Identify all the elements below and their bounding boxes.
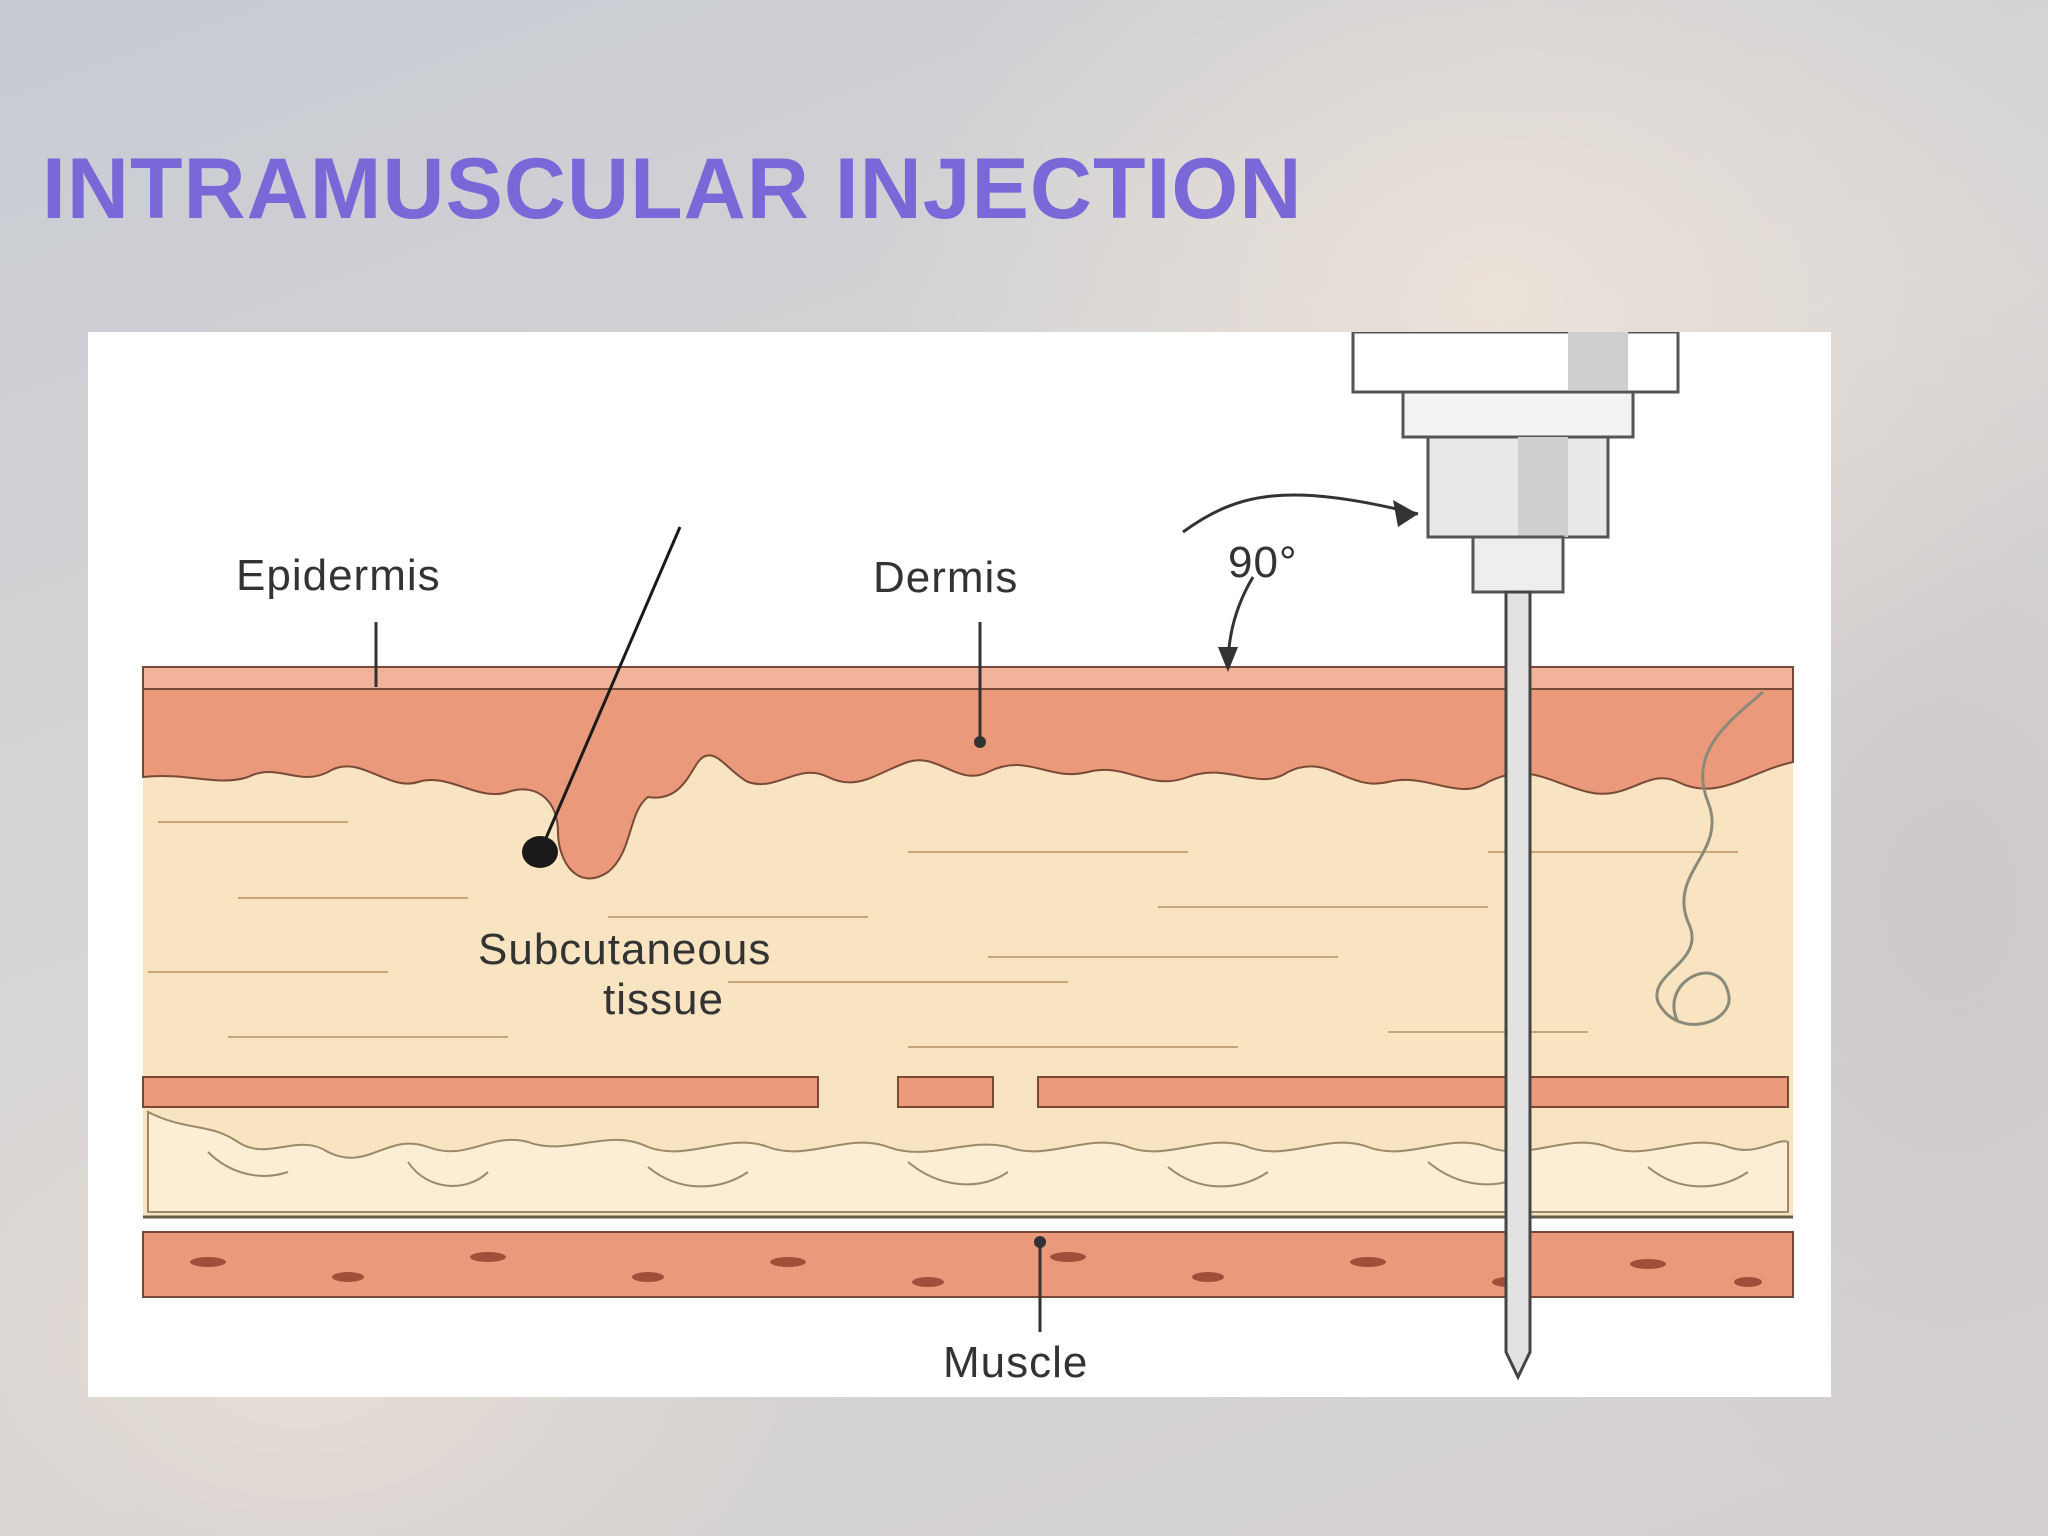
nerve-fiber bbox=[1655, 690, 1764, 1026]
epidermis-layer bbox=[142, 666, 1794, 690]
dermis-pointer-dot bbox=[974, 736, 986, 748]
syringe bbox=[1351, 332, 1680, 1381]
label-dermis: Dermis bbox=[873, 553, 1018, 602]
label-subcutaneous-1: Subcutaneous bbox=[478, 925, 771, 974]
label-angle: 90° bbox=[1228, 538, 1298, 587]
muscle-layer bbox=[142, 1231, 1794, 1298]
label-epidermis: Epidermis bbox=[236, 551, 441, 600]
angle-arrowhead-lower bbox=[1218, 647, 1238, 672]
label-muscle: Muscle bbox=[943, 1338, 1088, 1387]
dermis-layer bbox=[142, 676, 1794, 880]
slide-title: INTRAMUSCULAR INJECTION bbox=[42, 141, 1303, 237]
injection-diagram: Epidermis Dermis 90° Subcutaneous tissue… bbox=[88, 332, 1831, 1397]
adipose-cells bbox=[147, 1110, 1789, 1213]
angle-arrowhead bbox=[1393, 500, 1418, 527]
hair-shaft bbox=[538, 526, 682, 853]
label-subcutaneous-2: tissue bbox=[603, 975, 724, 1024]
subcutaneous-texture bbox=[148, 821, 1738, 1048]
needle bbox=[1504, 590, 1532, 1381]
fascia-band bbox=[142, 1076, 1789, 1108]
muscle-fibers bbox=[190, 1252, 1762, 1287]
muscle-pointer-dot bbox=[1034, 1236, 1046, 1248]
skin-cross-section: Epidermis Dermis 90° Subcutaneous tissue… bbox=[142, 332, 1794, 1387]
